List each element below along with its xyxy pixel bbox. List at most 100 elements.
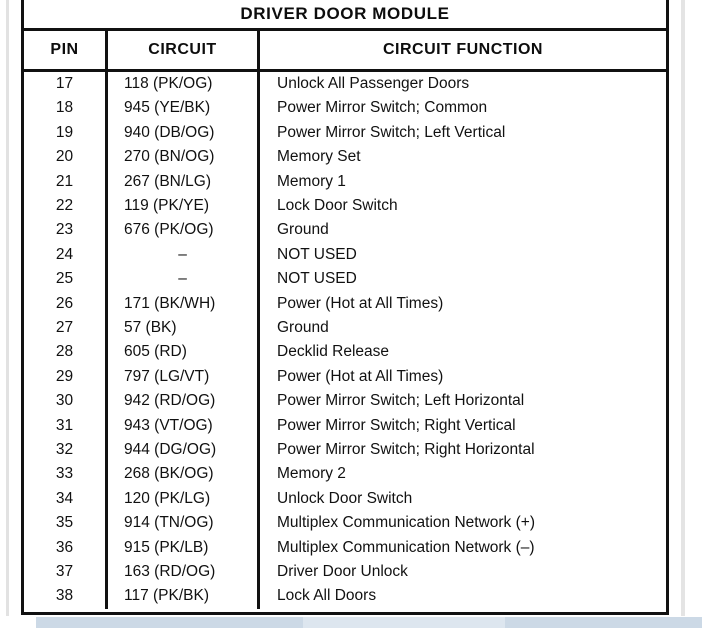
cell-pin: 34	[55, 489, 74, 507]
cell-circuit-function: Power Mirror Switch; Left Horizontal	[277, 392, 525, 410]
cell-circuit: 118 (PK/OG)	[105, 72, 260, 97]
table-row: 32 944 (DG/OG) Power Mirror Switch; Right …	[24, 438, 666, 463]
table-row: 25 –NOT USED	[24, 267, 666, 292]
cell-circuit: –	[105, 242, 260, 268]
cell-circuit-function: Lock Door Switch	[277, 196, 398, 214]
cell-circuit-function: Driver Door Unlock	[277, 563, 408, 581]
cell-circuit-function: Power (Hot at All Times)	[277, 294, 444, 312]
cell-circuit: 163 (RD/OG)	[105, 560, 260, 585]
table-row: 29 797 (LG/VT) Power (Hot at All Times)	[24, 364, 666, 390]
cell-circuit-function: Lock All Doors	[277, 587, 377, 605]
cell-circuit: 943 (VT/OG)	[105, 413, 260, 439]
cell-pin: 30	[55, 392, 74, 410]
page-title: DRIVER DOOR MODULE	[240, 4, 450, 23]
scan-artifact-left-edge	[6, 0, 9, 616]
cell-circuit-function: Decklid Release	[277, 343, 389, 361]
cell-circuit-function: Memory 2	[277, 465, 346, 483]
scan-band-segment	[0, 617, 36, 628]
cell-pin: 32	[55, 441, 74, 459]
cell-pin: 19	[55, 123, 74, 141]
cell-circuit-function: Power (Hot at All Times)	[277, 367, 444, 385]
cell-circuit: 944 (DG/OG)	[105, 438, 260, 463]
cell-circuit: 676 (PK/OG)	[105, 218, 260, 243]
cell-circuit-function: Memory 1	[277, 172, 346, 190]
cell-circuit: 940 (DB/OG)	[105, 120, 260, 146]
cell-circuit-function: Multiplex Communication Network (–)	[277, 538, 535, 556]
scan-band-segment	[36, 617, 303, 628]
cell-pin: 24	[55, 245, 74, 263]
table-row: 27 57 (BK) Ground	[24, 316, 666, 341]
cell-pin: 33	[55, 465, 74, 483]
cell-pin: 20	[55, 148, 74, 166]
cell-pin: 27	[55, 319, 74, 337]
cell-circuit: 119 (PK/YE)	[105, 194, 260, 219]
cell-circuit: 270 (BN/OG)	[105, 145, 260, 170]
cell-circuit-function: Power Mirror Switch; Right Horizontal	[277, 441, 535, 459]
cell-circuit: 605 (RD)	[105, 340, 260, 365]
cell-pin: 17	[55, 74, 74, 92]
cell-pin: 35	[55, 514, 74, 532]
cell-circuit-function: Multiplex Communication Network (+)	[277, 514, 535, 532]
cell-pin: 36	[55, 538, 74, 556]
table-row: 38 117 (PK/BK) Lock All Doors	[24, 584, 666, 609]
cell-circuit-function: Unlock Door Switch	[277, 489, 413, 507]
table-row: 28 605 (RD) Decklid Release	[24, 340, 666, 365]
cell-circuit-function: NOT USED	[277, 270, 357, 288]
cell-pin: 31	[55, 416, 74, 434]
cell-pin: 37	[55, 563, 74, 581]
cell-circuit-function: Power Mirror Switch; Common	[277, 99, 488, 117]
cell-circuit-function: Power Mirror Switch; Right Vertical	[277, 416, 516, 434]
cell-pin: 38	[55, 587, 74, 605]
cell-circuit: 268 (BK/OG)	[105, 462, 260, 487]
cell-circuit: 267 (BN/LG)	[105, 169, 260, 195]
cell-pin: 26	[55, 294, 74, 312]
cell-circuit-function: Ground	[277, 319, 329, 337]
column-header-circuit: CIRCUIT	[105, 31, 260, 69]
cell-pin: 28	[55, 343, 74, 361]
table-row: 34 120 (PK/LG) Unlock Door Switch	[24, 486, 666, 512]
table-row: 17 118 (PK/OG) Unlock All Passenger Doors	[24, 72, 666, 97]
cell-circuit-function: Memory Set	[277, 148, 361, 166]
column-header-pin: PIN	[50, 41, 79, 58]
cell-circuit: 915 (PK/LB)	[105, 535, 260, 561]
pinout-table: DRIVER DOOR MODULE PIN CIRCUIT CIRCUIT F…	[21, 0, 669, 615]
cell-circuit: –	[105, 267, 260, 292]
cell-circuit: 914 (TN/OG)	[105, 511, 260, 536]
column-header-circuit-function: CIRCUIT FUNCTION	[383, 41, 543, 58]
cell-pin: 22	[55, 196, 74, 214]
table-row: 26 171 (BK/WH) Power (Hot at All Times)	[24, 291, 666, 317]
cell-pin: 21	[55, 172, 74, 190]
cell-pin: 25	[55, 270, 74, 288]
table-row: 24 –NOT USED	[24, 242, 666, 268]
table-row: 37 163 (RD/OG) Driver Door Unlock	[24, 560, 666, 585]
table-row: 22 119 (PK/YE) Lock Door Switch	[24, 194, 666, 219]
cell-circuit-function: Ground	[277, 221, 329, 239]
table-title-row: DRIVER DOOR MODULE	[24, 0, 666, 31]
scan-band-segment	[505, 617, 702, 628]
cell-circuit: 797 (LG/VT)	[105, 364, 260, 390]
table-row: 23 676 (PK/OG) Ground	[24, 218, 666, 243]
cell-pin: 23	[55, 221, 74, 239]
cell-pin: 18	[55, 99, 74, 117]
cell-circuit: 942 (RD/OG)	[105, 389, 260, 414]
table-row: 33 268 (BK/OG) Memory 2	[24, 462, 666, 487]
cell-circuit-function: Unlock All Passenger Doors	[277, 74, 470, 92]
cell-circuit: 117 (PK/BK)	[105, 584, 260, 609]
cell-circuit: 120 (PK/LG)	[105, 486, 260, 512]
table-row: 21 267 (BN/LG) Memory 1	[24, 169, 666, 195]
table-header-row: PIN CIRCUIT CIRCUIT FUNCTION	[24, 31, 666, 72]
scan-band-segment	[303, 617, 505, 628]
cell-circuit-function: Power Mirror Switch; Left Vertical	[277, 123, 506, 141]
cell-pin: 29	[55, 367, 74, 385]
scan-artifact-right-edge	[681, 0, 685, 616]
table-row: 31 943 (VT/OG) Power Mirror Switch; Right …	[24, 413, 666, 439]
cell-circuit-function: NOT USED	[277, 245, 357, 263]
cell-circuit: 57 (BK)	[105, 316, 260, 341]
cell-circuit: 171 (BK/WH)	[105, 291, 260, 317]
table-row: 19 940 (DB/OG) Power Mirror Switch; Left V…	[24, 120, 666, 146]
table-row: 35 914 (TN/OG) Multiplex Communication Net…	[24, 511, 666, 536]
table-row: 20 270 (BN/OG) Memory Set	[24, 145, 666, 170]
